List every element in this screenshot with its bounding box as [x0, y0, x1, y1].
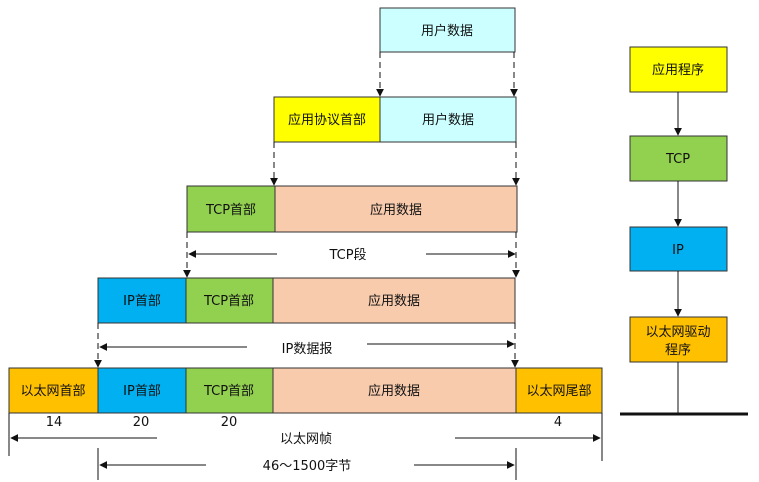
- payload-range-label: 46～1500字节: [263, 459, 352, 474]
- ip-header-size: 20: [133, 415, 150, 430]
- protocol-stack: 应用程序 TCP IP 以太网驱动 程序: [620, 46, 748, 416]
- ethernet-trailer-box: [515, 367, 603, 414]
- app-protocol-header-label: 应用协议首部: [288, 112, 366, 128]
- layer-ethernet-driver-label-line1: 以太网驱动: [645, 325, 710, 340]
- tcp-header-box: [185, 277, 274, 324]
- tcp-header-label: TCP首部: [203, 294, 254, 309]
- app-data-box: [274, 185, 518, 233]
- layer-tcp-box: [629, 135, 728, 182]
- tcp-header-box: [186, 185, 276, 233]
- ethernet-header-box: [8, 367, 99, 414]
- tcp-segment-label: TCP段: [328, 248, 366, 263]
- ip-datagram-span: IP数据报: [99, 340, 515, 357]
- ethernet-header-label: 以太网首部: [20, 384, 85, 399]
- app-data-box: [272, 277, 516, 324]
- user-data-box: [379, 7, 516, 53]
- layer-ip-box: [629, 226, 728, 272]
- tcp-header-size: 20: [221, 415, 238, 430]
- app-protocol-header-box: [273, 96, 381, 143]
- ip-header-label: IP首部: [123, 384, 161, 399]
- ethernet-frame-label: 以太网帧: [280, 432, 332, 447]
- app-data-label: 应用数据: [368, 293, 420, 309]
- row-network-layer: IP首部 TCP首部 应用数据: [97, 277, 516, 324]
- app-data-label: 应用数据: [368, 383, 420, 399]
- layer-ethernet-driver-box: [629, 316, 728, 363]
- tcp-header-box: [185, 367, 274, 414]
- user-data-box: [379, 96, 517, 143]
- user-data-label: 用户数据: [422, 112, 474, 128]
- ethernet-trailer-size: 4: [554, 415, 562, 430]
- tcp-segment-span: TCP段: [188, 248, 516, 263]
- row-application-layer: 应用协议首部 用户数据: [273, 96, 517, 143]
- layer-ethernet-driver-label-line2: 程序: [665, 343, 691, 358]
- ethernet-header-size: 14: [46, 415, 63, 430]
- ip-header-label: IP首部: [123, 294, 161, 309]
- ethernet-frame-span: 以太网帧: [8, 413, 603, 461]
- tcp-header-label: TCP首部: [205, 203, 256, 218]
- layer-application-box: [629, 46, 728, 93]
- ip-header-box: [97, 367, 187, 414]
- payload-range-span: 46～1500字节: [97, 448, 517, 480]
- row-link-layer: 以太网首部 IP首部 TCP首部 应用数据 以太网尾部: [8, 367, 603, 414]
- layer-application-label: 应用程序: [652, 62, 704, 78]
- layer-tcp-label: TCP: [665, 152, 690, 167]
- user-data-label: 用户数据: [421, 23, 473, 39]
- ip-header-box: [97, 277, 187, 324]
- layer-ip-label: IP: [672, 243, 684, 258]
- app-data-box: [272, 367, 517, 414]
- ethernet-trailer-label: 以太网尾部: [526, 384, 591, 399]
- ip-datagram-label: IP数据报: [282, 342, 333, 357]
- app-data-label: 应用数据: [370, 202, 422, 218]
- row-transport-layer: TCP首部 应用数据: [186, 185, 518, 233]
- tcp-header-label: TCP首部: [203, 384, 254, 399]
- row-user-data: 用户数据: [379, 7, 516, 53]
